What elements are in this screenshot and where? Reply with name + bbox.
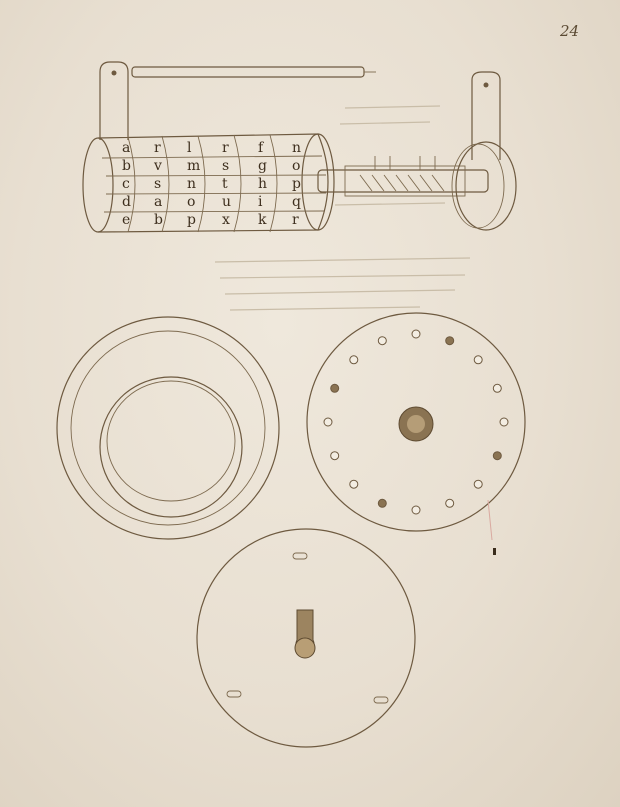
slotted-disc xyxy=(196,528,416,748)
cylinder-letter: n xyxy=(187,176,196,192)
disc-hole xyxy=(323,417,333,427)
disc-holes xyxy=(323,329,509,515)
right-end-disc xyxy=(451,141,517,231)
right-bracket xyxy=(471,71,501,160)
cylinder-letter: o xyxy=(292,158,300,174)
cylinder-letter: e xyxy=(122,212,130,228)
cylinder-letter: b xyxy=(122,158,131,174)
cylinder-letter: a xyxy=(154,194,162,210)
cylinder-letter: n xyxy=(292,140,301,156)
disc-hole xyxy=(473,355,483,365)
disc-hole xyxy=(492,451,502,461)
disc-hole xyxy=(445,498,455,508)
page-number: 24 xyxy=(560,22,580,40)
cylinder-letter: s xyxy=(222,158,229,174)
cylinder-letter: u xyxy=(222,194,231,210)
cylinder-letter: d xyxy=(122,194,131,210)
cylinder-letter: o xyxy=(187,194,195,210)
perforated-disc xyxy=(306,312,526,532)
disc-hole xyxy=(445,336,455,346)
concentric-ring xyxy=(56,316,280,540)
disc-hole xyxy=(377,498,387,508)
cylinder-letter: p xyxy=(187,212,196,228)
red-trace xyxy=(487,499,493,541)
cylinder-letter: q xyxy=(292,194,301,210)
disc-hole xyxy=(330,383,340,393)
cylinder-letter: h xyxy=(258,176,267,192)
cylinder-letter: m xyxy=(187,158,200,174)
cylinder-letter: r xyxy=(292,212,299,228)
cylinder-letter: p xyxy=(292,176,301,192)
cylinder-letter: k xyxy=(258,212,267,228)
cylinder-letter: b xyxy=(154,212,163,228)
disc-hole xyxy=(377,336,387,346)
cylinder-letter: l xyxy=(187,140,192,156)
cylinder-letter: r xyxy=(222,140,229,156)
cylinder-letter: i xyxy=(258,194,263,210)
cylinder-letter: g xyxy=(258,158,267,174)
disc-hole xyxy=(492,383,502,393)
ink-mark xyxy=(493,548,496,555)
disc-hole xyxy=(473,479,483,489)
cylinder-letter: x xyxy=(222,212,230,228)
show-through-text xyxy=(214,105,471,311)
disc-hole xyxy=(411,329,421,339)
left-bracket xyxy=(99,61,129,140)
disc-hole xyxy=(411,505,421,515)
cylinder-letter: a xyxy=(122,140,130,156)
cylinder-letter: v xyxy=(153,158,162,174)
disc-hole xyxy=(499,417,509,427)
cipher-cylinder: a r l r f n b v m s g o c s n t h p d a o u i q e b p x k r xyxy=(82,133,335,233)
disc-hole xyxy=(349,479,359,489)
cylinder-letter: s xyxy=(154,176,161,192)
cylinder-letter: t xyxy=(222,176,228,192)
axle xyxy=(317,156,489,197)
cylinder-letter: r xyxy=(154,140,161,156)
disc-hole xyxy=(330,451,340,461)
cylinder-letter: c xyxy=(122,176,130,192)
disc-hole xyxy=(349,355,359,365)
top-rod xyxy=(131,66,376,78)
cylinder-letter: f xyxy=(258,140,265,156)
cylinder-letters: a r l r f n b v m s g o c s n t h p d a o u i q e b p x k r xyxy=(122,140,301,228)
